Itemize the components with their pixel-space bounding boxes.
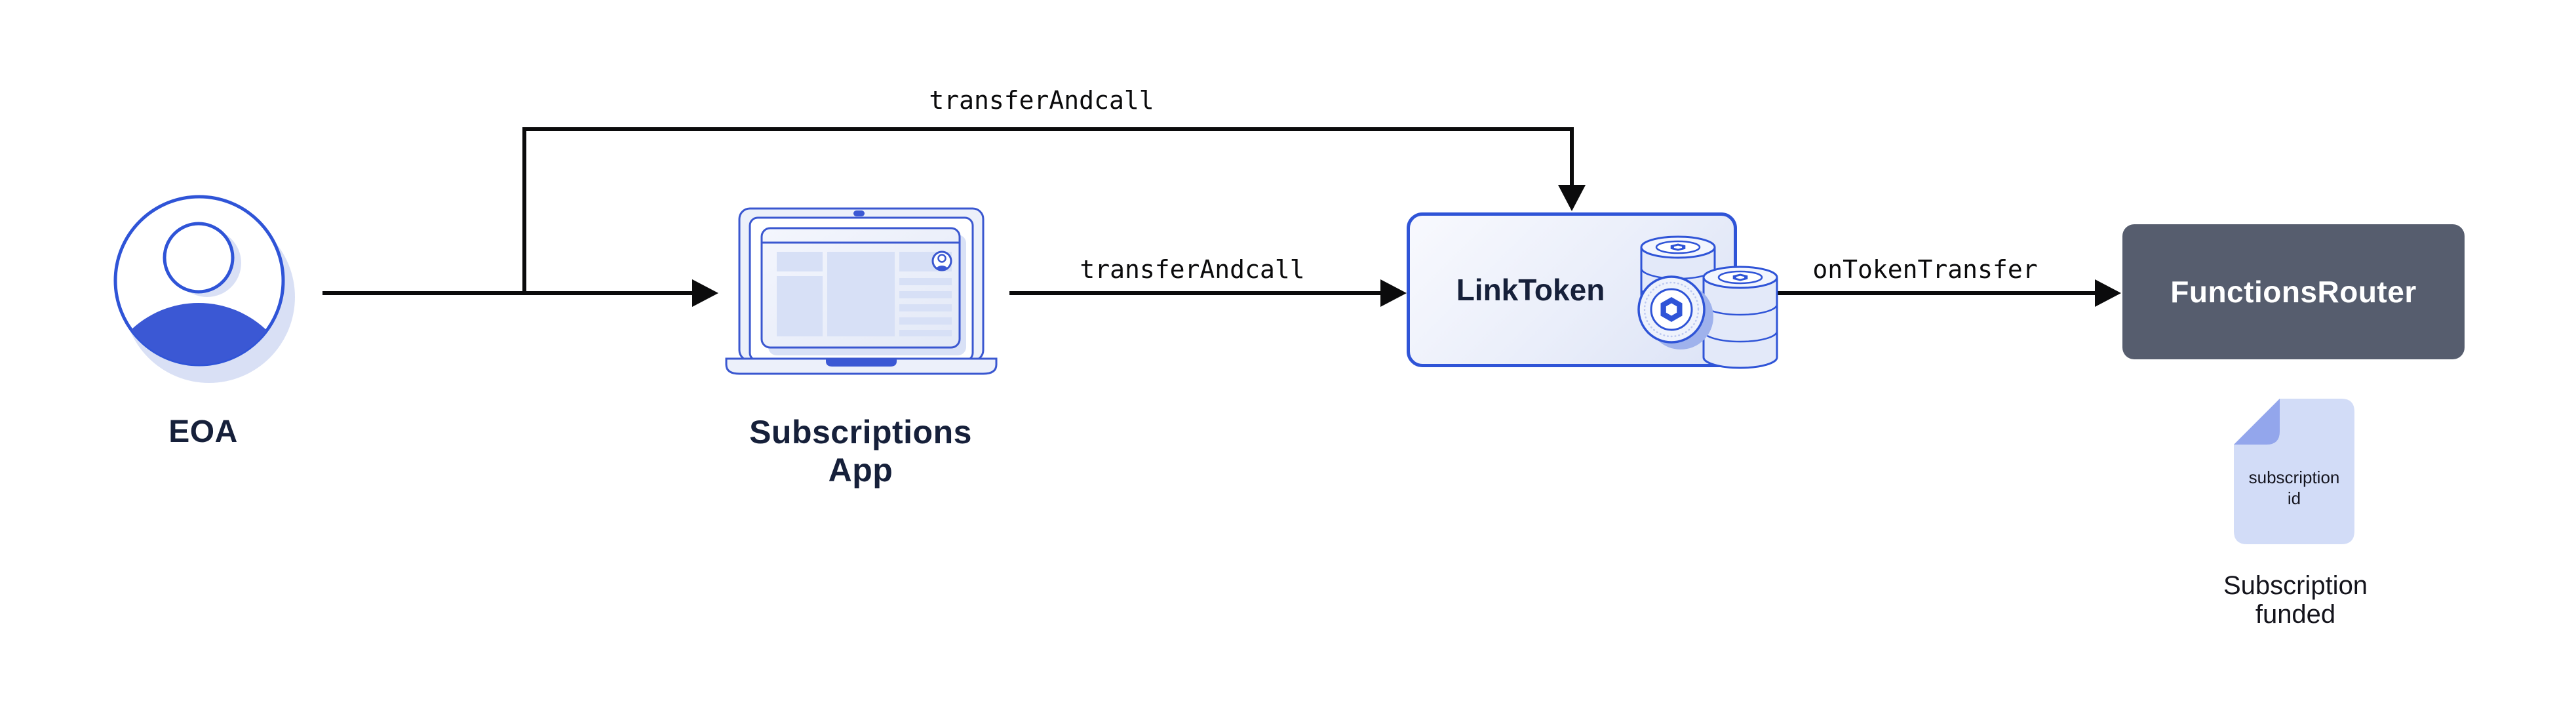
caption-line1: Subscription [2223, 571, 2368, 600]
subscriptions-app-node-label: Subscriptions App [749, 414, 972, 489]
edge-label-ontokentransfer: onTokenTransfer [1812, 255, 2038, 284]
eoa-avatar-icon [113, 195, 295, 383]
caption-line2: funded [2255, 600, 2336, 629]
edge-label-transferandcall-mid: transferAndcall [1080, 255, 1305, 284]
link-coins-icon [1637, 235, 1778, 369]
functionsrouter-node-label: FunctionsRouter [2170, 275, 2417, 309]
document-text-line1: subscription [2248, 468, 2340, 487]
functionsrouter-node: FunctionsRouter [2122, 224, 2465, 359]
eoa-node-label: EOA [168, 414, 238, 449]
edge-label-transferandcall-top: transferAndcall [929, 86, 1154, 115]
document-text-line2: id [2287, 489, 2301, 508]
document-icon [2234, 399, 2354, 544]
linktoken-node-label: LinkToken [1456, 273, 1605, 307]
subscription-funded-caption: Subscription funded [2197, 571, 2394, 629]
laptop-icon [725, 207, 998, 375]
document-text: subscription id [2229, 467, 2360, 509]
